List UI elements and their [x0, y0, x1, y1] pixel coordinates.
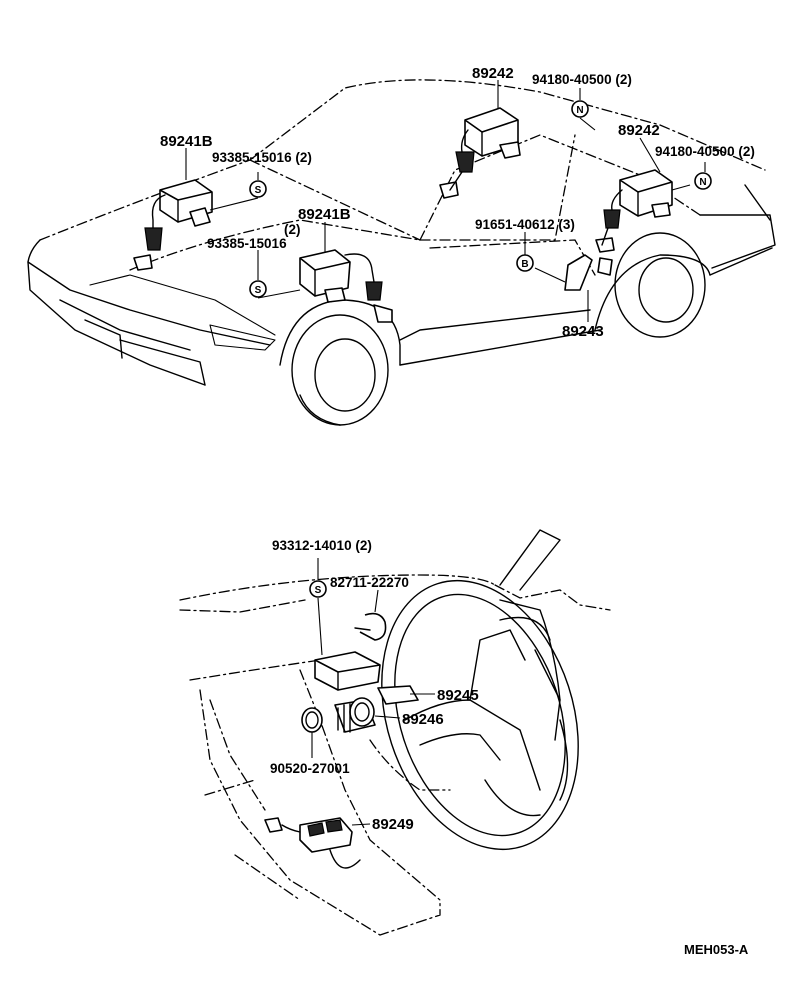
badge-n-top: N	[571, 100, 589, 118]
label-89246: 89246	[402, 711, 444, 728]
speaker-89242-top	[439, 107, 521, 199]
badge-s-upper-left: S	[249, 180, 267, 198]
svg-text:N: N	[699, 177, 706, 188]
ring-90520	[301, 707, 323, 733]
svg-text:S: S	[255, 285, 262, 296]
switch-89249	[264, 817, 361, 869]
badge-n-right: N	[694, 172, 712, 190]
label-93385-top: 93385-15016 (2)	[212, 150, 312, 165]
label-94180-top: 94180-40500 (2)	[532, 72, 632, 87]
svg-text:S: S	[255, 185, 262, 196]
control-unit-89245	[314, 651, 419, 705]
label-89249: 89249	[372, 816, 414, 833]
switch-89246	[334, 697, 376, 733]
leader-lines-lower	[311, 558, 435, 826]
label-93385-mid: 93385-15016	[207, 236, 287, 251]
svg-text:S: S	[315, 585, 322, 596]
label-89242-top: 89242	[472, 65, 514, 82]
label-90520: 90520-27001	[270, 761, 350, 776]
diagram-code: MEH053-A	[684, 942, 749, 957]
dashboard-outline	[179, 529, 611, 936]
bracket-89243	[564, 254, 613, 291]
car-body-outline	[27, 79, 776, 426]
label-82711: 82711-22270	[330, 575, 409, 590]
speaker-89242-right	[595, 169, 673, 253]
speaker-89241b-front	[133, 179, 213, 271]
speaker-89241b-mid	[299, 249, 393, 323]
unit-82711-clip	[354, 612, 387, 641]
label-89242-right: 89242	[618, 122, 660, 139]
label-89243: 89243	[562, 323, 604, 340]
label-89241b-mid: 89241B	[298, 206, 351, 223]
label-89241b-mid-qty: (2)	[284, 222, 301, 237]
label-89241b-left: 89241B	[160, 133, 213, 150]
label-89245: 89245	[437, 687, 479, 704]
badge-s-upper-mid: S	[249, 280, 267, 298]
label-93312: 93312-14010 (2)	[272, 538, 372, 553]
svg-text:N: N	[576, 105, 583, 116]
label-94180-right: 94180-40500 (2)	[655, 144, 755, 159]
badge-s-lower: S	[309, 580, 327, 598]
svg-text:B: B	[521, 259, 528, 270]
badge-b: B	[516, 254, 534, 272]
label-91651: 91651-40612 (3)	[475, 217, 575, 232]
leader-lines-upper	[185, 80, 706, 322]
